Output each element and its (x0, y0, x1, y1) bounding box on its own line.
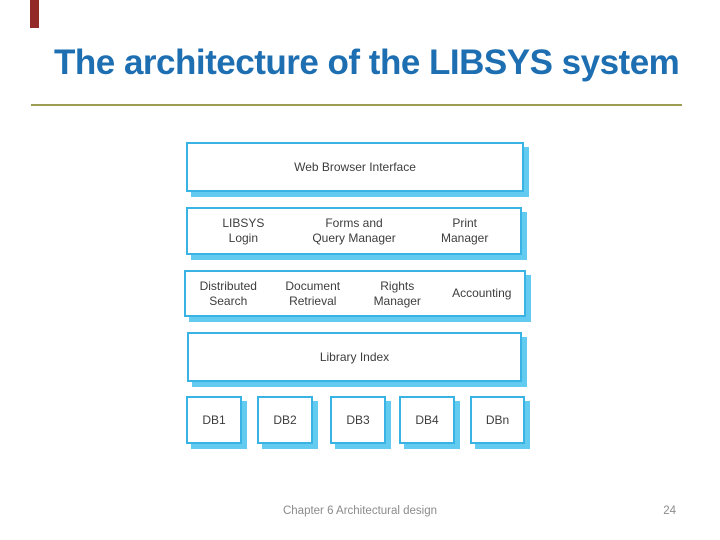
layer-label: Web Browser Interface (294, 159, 416, 174)
component-label-accounting: Accounting (452, 286, 512, 300)
db-label: DBn (485, 412, 510, 427)
layer-box-library-index: Library Index (187, 332, 522, 382)
component-label-rights-manager: Rights Manager (373, 278, 421, 308)
db-box-dbn: DBn (470, 396, 525, 444)
db-label: DB1 (202, 412, 226, 427)
layer-box-managers: Distributed Search Document Retrieval Ri… (184, 270, 526, 317)
accent-bar (30, 0, 39, 28)
component-label-document-retrieval: Document Retrieval (285, 278, 341, 308)
component-label-distributed-search: Distributed Search (199, 278, 257, 308)
page-number: 24 (663, 505, 676, 517)
layer-box-web-browser-interface: Web Browser Interface (186, 142, 524, 192)
component-label-forms-query-manager: Forms and Query Manager (312, 216, 396, 245)
db-box-db2: DB2 (257, 396, 313, 444)
db-box-db1: DB1 (186, 396, 242, 444)
component-label-print-manager: Print Manager (440, 216, 489, 245)
component-label-libsys-login: LIBSYS Login (222, 216, 265, 245)
db-label: DB3 (346, 412, 370, 427)
footer-chapter-label: Chapter 6 Architectural design (282, 505, 438, 517)
layer-box-session-services: LIBSYS Login Forms and Query Manager Pri… (186, 207, 522, 255)
title-separator-rule (31, 104, 682, 106)
db-label: DB4 (415, 412, 439, 427)
db-box-db4: DB4 (399, 396, 455, 444)
db-box-db3: DB3 (330, 396, 386, 444)
db-label: DB2 (273, 412, 297, 427)
page-title: The architecture of the LIBSYS system (54, 43, 680, 82)
layer-label: Library Index (319, 349, 390, 364)
